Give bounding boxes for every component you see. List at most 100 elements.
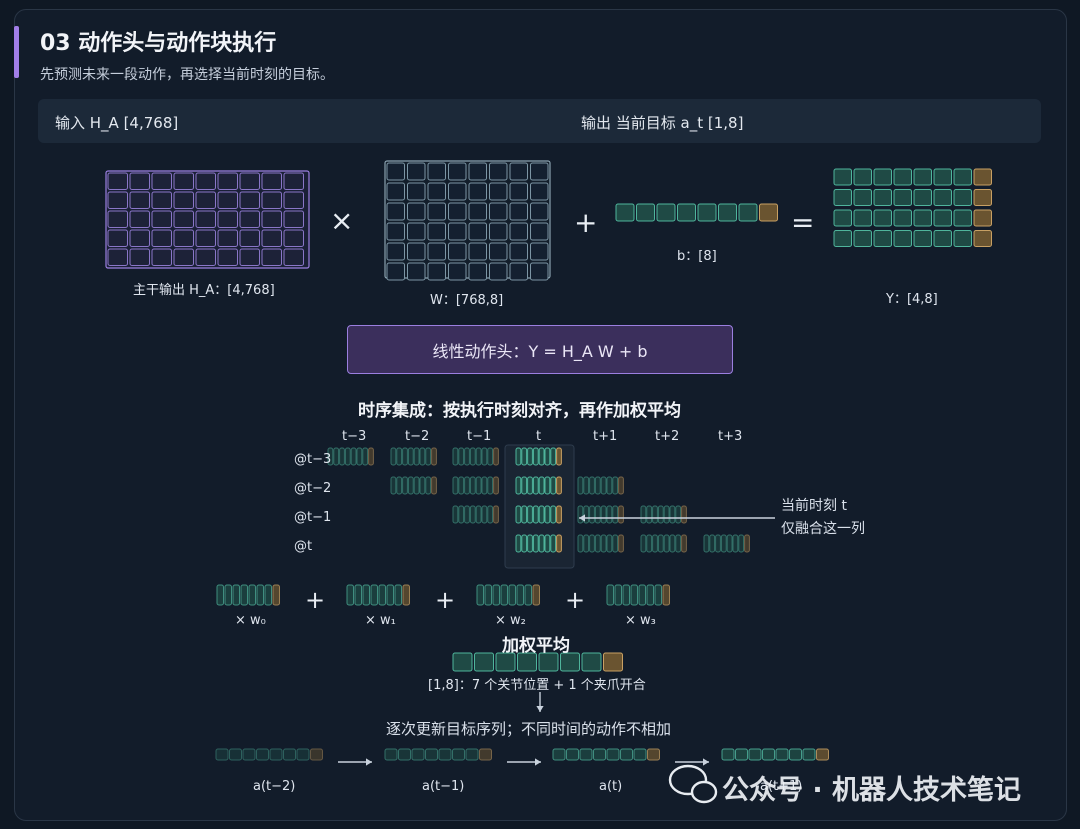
joint-cell [413, 476, 420, 495]
y-matrix-label: Y：[4,8] [886, 292, 938, 307]
joint-cell [224, 584, 232, 606]
h-matrix-cell [261, 191, 282, 209]
gripper-cell [431, 447, 437, 466]
w-matrix-cell [509, 202, 528, 221]
joint-cell [594, 476, 601, 495]
h-matrix-cell [129, 229, 150, 247]
joint-cell [893, 189, 912, 206]
joint-cell [583, 534, 590, 553]
joint-cell [538, 505, 545, 524]
joint-cell [475, 447, 482, 466]
joint-cell [550, 447, 557, 466]
joint-cell [873, 230, 892, 247]
joint-cell [640, 505, 647, 524]
w-matrix-cell [448, 182, 467, 201]
w-matrix-cell [509, 182, 528, 201]
joint-cell [833, 209, 852, 227]
formula-text: 线性动作头：Y = H_A W + b [432, 341, 648, 361]
accent-bar [14, 26, 19, 78]
joint-cell [256, 748, 269, 761]
chunk-vector [390, 447, 437, 466]
h-matrix-cell [107, 191, 128, 209]
w-matrix-cell [407, 182, 426, 201]
sequence-arrow-head [535, 758, 541, 766]
joint-cell [606, 534, 613, 553]
joint-cell [697, 203, 717, 222]
gripper-cell [973, 189, 992, 206]
joint-cell [600, 534, 607, 553]
h-matrix-cell [195, 210, 216, 228]
joint-cell [622, 584, 630, 606]
gripper-cell [556, 447, 562, 466]
w-matrix-cell [407, 222, 426, 241]
w-matrix-cell [468, 222, 487, 241]
h-matrix-cell [261, 172, 282, 190]
gripper-cell [493, 505, 499, 524]
h-matrix-cell [173, 172, 194, 190]
joint-cell [386, 584, 394, 606]
joint-cell [853, 230, 872, 247]
joint-cell [438, 748, 452, 761]
row-label: @t−2 [294, 481, 332, 496]
weighted-vector [216, 584, 280, 606]
joint-cell [390, 447, 397, 466]
joint-cell [735, 748, 748, 761]
w-matrix-cell [448, 262, 467, 281]
gripper-cell [556, 534, 562, 553]
h-matrix-cell [195, 172, 216, 190]
joint-cell [378, 584, 386, 606]
joint-cell [517, 652, 537, 672]
w-matrix-cell [448, 222, 467, 241]
w-matrix-cell [468, 182, 487, 201]
joint-cell [720, 534, 727, 553]
h-matrix-cell [195, 229, 216, 247]
joint-cell [544, 476, 551, 495]
joint-cell [933, 168, 952, 186]
joint-cell [550, 534, 557, 553]
w-matrix-cell [386, 182, 405, 201]
sequence-vector [552, 748, 660, 761]
joint-cell [269, 748, 283, 761]
gripper-cell [479, 748, 492, 761]
gripper-cell [431, 476, 437, 495]
joint-cell [833, 230, 852, 247]
y-matrix-row [833, 209, 992, 227]
input-label: 输入 H_A [4,768] [55, 114, 179, 132]
joint-cell [748, 748, 762, 761]
h-matrix-cell [239, 210, 260, 228]
joint-cell [833, 168, 852, 186]
joint-cell [853, 189, 872, 206]
chunk-vector [452, 505, 499, 524]
w-matrix-cell [448, 202, 467, 221]
joint-cell [606, 505, 613, 524]
w-matrix-cell [489, 202, 508, 221]
h-matrix-cell [129, 210, 150, 228]
joint-cell [515, 534, 522, 553]
joint-cell [344, 447, 351, 466]
chunk-vector [640, 534, 687, 553]
h-matrix-cell [283, 229, 304, 247]
w-matrix-cell [530, 262, 549, 281]
h-matrix-cell [173, 248, 194, 266]
time-label: t−3 [342, 429, 367, 444]
gripper-cell [662, 584, 670, 606]
chunk-vector [452, 447, 499, 466]
joint-cell [394, 584, 402, 606]
joint-cell [606, 748, 620, 761]
joint-cell [411, 748, 425, 761]
joint-cell [452, 447, 459, 466]
joint-cell [669, 505, 676, 524]
joint-cell [675, 534, 682, 553]
joint-cell [579, 748, 593, 761]
joint-cell [600, 505, 607, 524]
sequence-vector [215, 748, 323, 761]
h-matrix-cell [173, 210, 194, 228]
joint-cell [232, 584, 240, 606]
formula-box: 线性动作头：Y = H_A W + b [347, 325, 733, 374]
joint-cell [633, 748, 647, 761]
joint-cell [873, 168, 892, 186]
weighted-avg-heading: 加权平均 [502, 636, 570, 656]
w-matrix-cell [489, 242, 508, 261]
h-matrix-label: 主干输出 H_A：[4,768] [133, 283, 275, 298]
h-matrix-cell [217, 191, 238, 209]
